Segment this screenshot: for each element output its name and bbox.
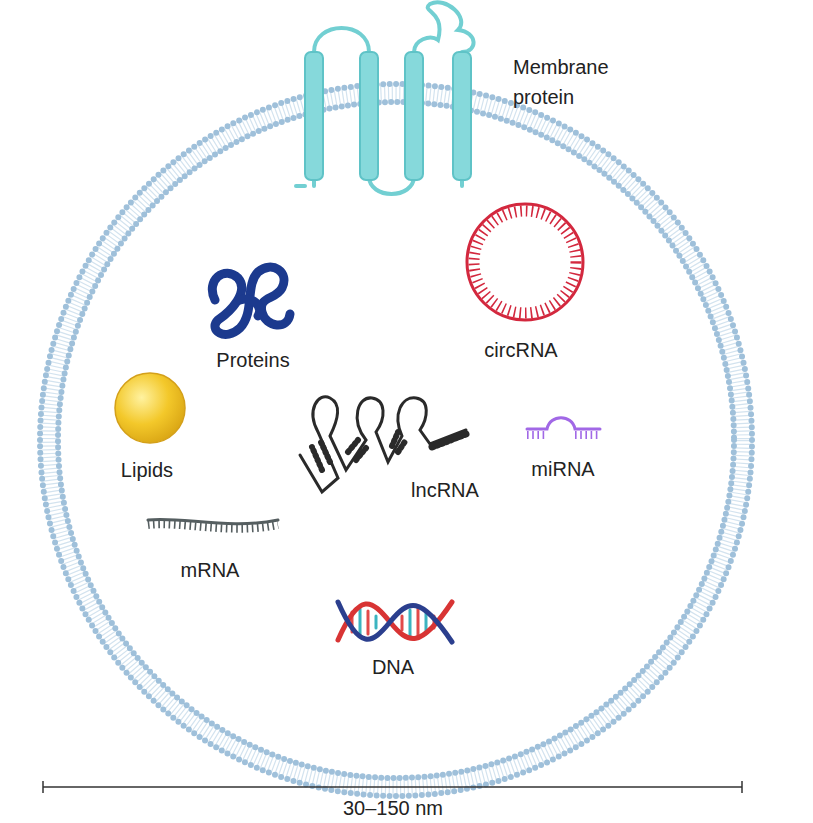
dimension-label: 30–150 nm — [343, 795, 443, 821]
protein-label: Membrane protein — [513, 52, 625, 112]
component-label: Lipids — [121, 457, 173, 483]
circrna-icon — [467, 204, 583, 320]
dna-icon — [338, 602, 452, 642]
lipid-sphere — [115, 373, 185, 443]
lipid-bilayer — [40, 84, 752, 796]
component-label: DNA — [372, 654, 414, 680]
lncrna-icon — [300, 397, 466, 492]
protein-icon — [212, 267, 290, 334]
component-label: Proteins — [216, 347, 289, 373]
component-label: miRNA — [531, 456, 594, 482]
mirna-icon — [527, 418, 600, 435]
component-label: mRNA — [181, 557, 240, 583]
component-label: circRNA — [484, 337, 557, 363]
scale-bar — [43, 781, 742, 793]
component-label: lncRNA — [411, 477, 479, 503]
membrane-protein-icon — [296, 2, 474, 194]
mrna-icon — [148, 519, 278, 528]
